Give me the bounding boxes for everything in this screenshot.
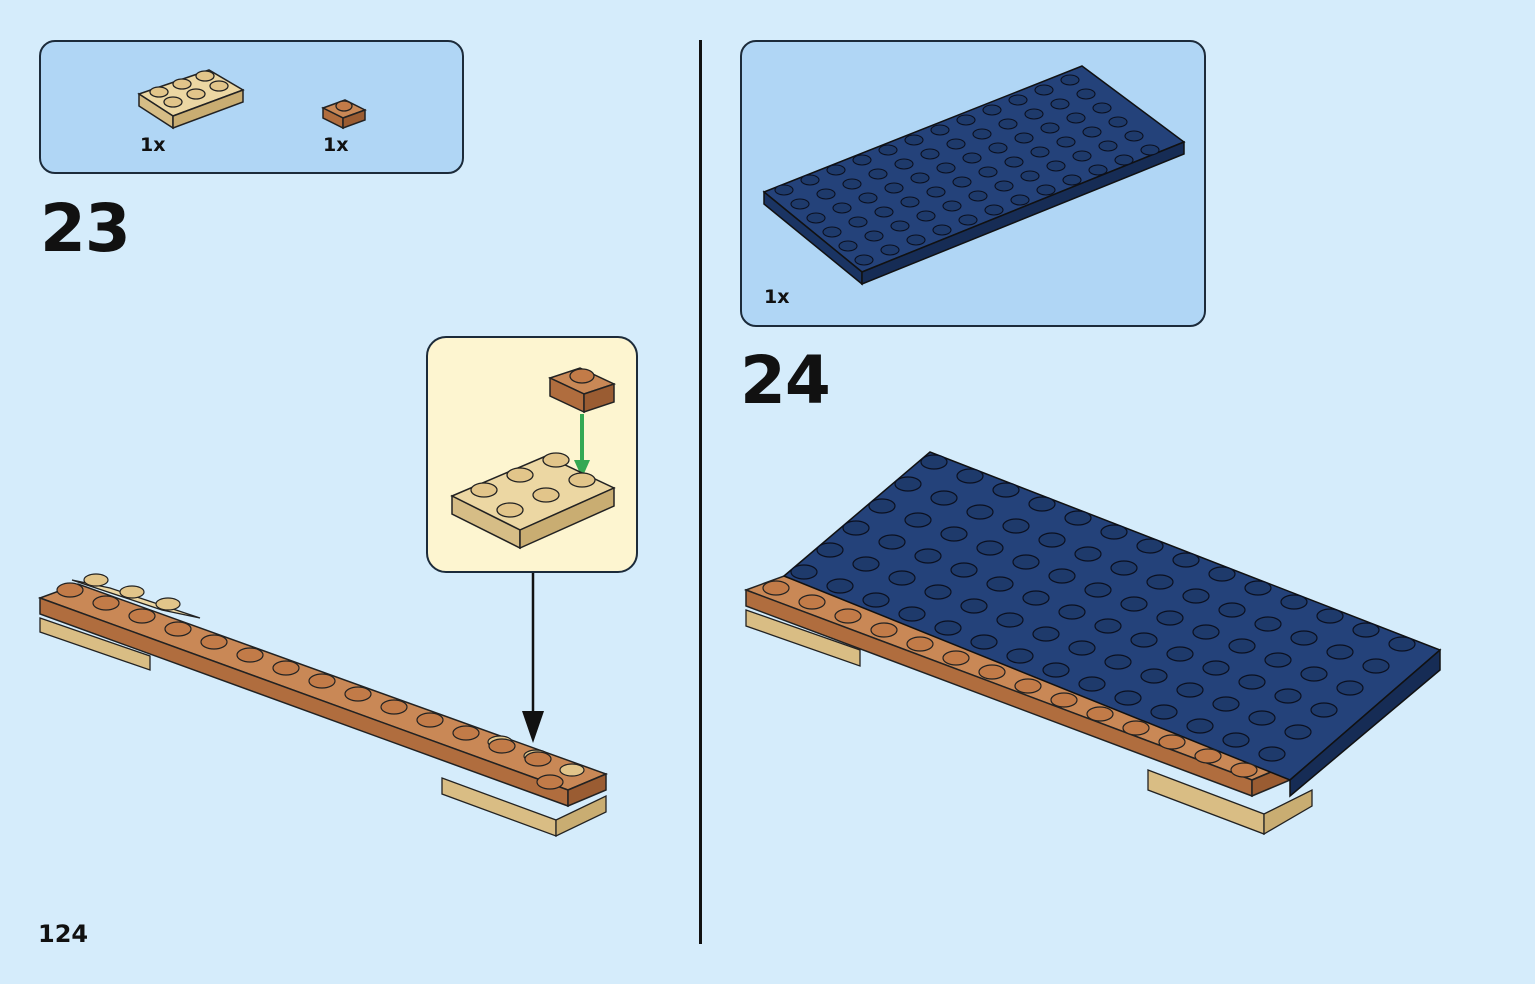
sub-assembly-illustration	[450, 367, 617, 550]
sub-assembly-callout	[426, 336, 638, 573]
qty-label: 1x	[764, 286, 790, 308]
page-divider	[699, 40, 702, 944]
brown-plate-1x1-icon	[321, 99, 367, 130]
callout-pointer-arrow	[522, 573, 544, 743]
step-number-23: 23	[40, 190, 131, 267]
page-number: 124	[38, 920, 89, 948]
step-number-24: 24	[740, 342, 831, 419]
tan-plate-2x3-icon	[137, 69, 245, 130]
step-23-model-illustration	[37, 573, 609, 838]
step-24-model-illustration	[743, 451, 1442, 836]
dark-blue-plate-6x12-icon	[762, 65, 1186, 286]
qty-label: 1x	[140, 134, 166, 156]
parts-box-step-23: 1x 1x	[39, 40, 464, 174]
qty-label: 1x	[323, 134, 349, 156]
parts-box-step-24: 1x	[740, 40, 1206, 327]
